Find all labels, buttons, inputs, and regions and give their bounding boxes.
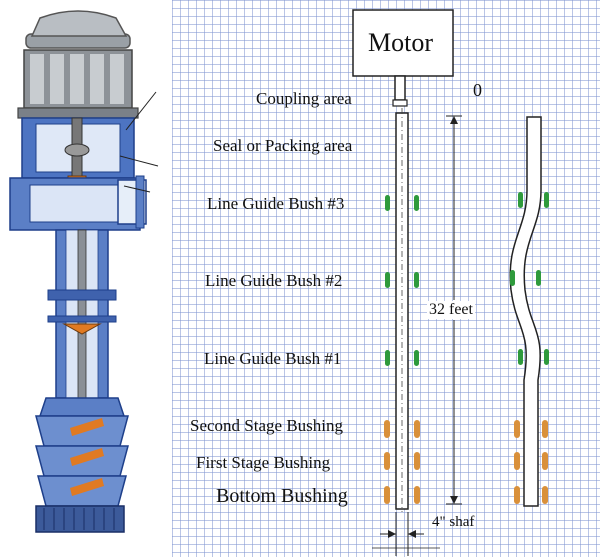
bent-second-stage-bushing-left xyxy=(514,420,520,438)
first-stage-bushing-left xyxy=(384,452,390,470)
line-guide-bush-2-label: Line Guide Bush #2 xyxy=(205,271,343,290)
second-stage-bushing-right xyxy=(414,420,420,438)
bottom-bushing-label: Bottom Bushing xyxy=(216,485,348,507)
bent-line-guide-bush-2-left xyxy=(510,270,515,286)
line-guide-bush-3-label: Line Guide Bush #3 xyxy=(207,194,345,213)
pump-bowls xyxy=(35,397,129,533)
seal-packing-area-label: Seal or Packing area xyxy=(213,136,353,155)
bent-bottom-bushing-right xyxy=(542,486,548,504)
bent-line-guide-bush-3-right xyxy=(544,192,549,208)
line-guide-bush-1-right xyxy=(414,350,419,366)
motor-label: Motor xyxy=(368,28,433,57)
zero-label: 0 xyxy=(473,80,482,100)
bent-shaft xyxy=(509,116,542,507)
second-stage-bushing-left xyxy=(384,420,390,438)
bottom-bushing-left xyxy=(384,486,390,504)
line-guide-bush-2-right xyxy=(414,272,419,288)
line-guide-bush-3-right xyxy=(414,195,419,211)
pump-motor xyxy=(17,10,139,119)
bent-second-stage-bushing-right xyxy=(542,420,548,438)
line-guide-bush-1-label: Line Guide Bush #1 xyxy=(204,349,342,368)
shaft-diameter-label: 4" shaf xyxy=(432,514,475,530)
pump-column xyxy=(47,229,117,491)
line-guide-bush-2-left xyxy=(385,272,390,288)
bent-line-guide-bush-1-right xyxy=(544,349,549,365)
line-guide-bush-1-left xyxy=(385,350,390,366)
line-guide-bush-3-left xyxy=(385,195,390,211)
motor-box xyxy=(352,9,454,77)
first-stage-bushing-right xyxy=(414,452,420,470)
bent-first-stage-bushing-right xyxy=(542,452,548,470)
bent-first-stage-bushing-left xyxy=(514,452,520,470)
length-dimension-label: 32 feet xyxy=(427,301,475,319)
bottom-bushing-right xyxy=(414,486,420,504)
bent-bottom-bushing-left xyxy=(514,486,520,504)
coupling-area-label: Coupling area xyxy=(256,89,352,108)
leader-line xyxy=(123,185,151,193)
shaft-width-dimension xyxy=(372,512,440,556)
pump-motor-stand xyxy=(21,117,135,199)
pump-illustration xyxy=(9,10,159,533)
pump-discharge-head xyxy=(9,175,147,231)
bent-line-guide-bush-2-right xyxy=(536,270,541,286)
bent-line-guide-bush-3-left xyxy=(518,192,523,208)
leader-line xyxy=(125,91,157,131)
second-stage-bushing-label: Second Stage Bushing xyxy=(190,416,343,435)
length-dimension xyxy=(446,115,462,505)
coupling xyxy=(394,75,406,101)
coupling-base xyxy=(392,99,408,107)
leader-line xyxy=(119,155,159,167)
bent-line-guide-bush-1-left xyxy=(518,349,523,365)
first-stage-bushing-label: First Stage Bushing xyxy=(196,453,331,472)
